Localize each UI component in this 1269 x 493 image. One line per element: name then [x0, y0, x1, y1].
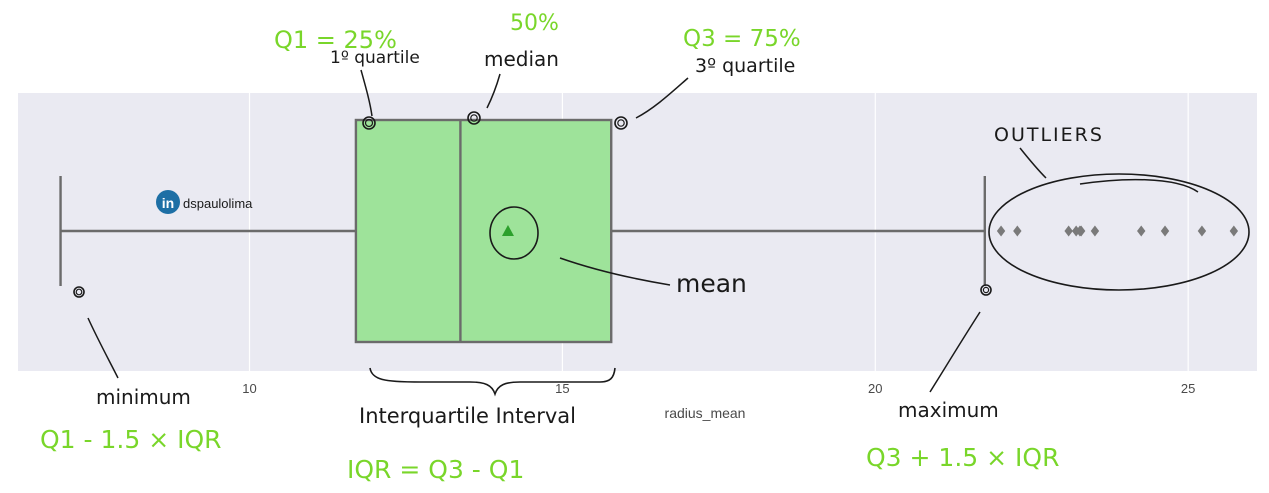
watermark: in dspaulolima: [156, 190, 253, 214]
outliers-ellipse-annotation: [988, 173, 1250, 291]
outlier-points: [996, 225, 1239, 237]
maximum-circle-marker: [980, 284, 992, 296]
outlier-point: [996, 225, 1006, 237]
outliers-label-annotation: OUTLIERS: [994, 124, 1104, 146]
minimum-circle-marker: [73, 286, 85, 298]
q1-formula-annotation: Q1 = 25%: [274, 26, 397, 54]
outlier-point: [1064, 225, 1073, 237]
q3-formula-annotation: Q3 = 75%: [683, 26, 801, 52]
linkedin-logo-icon: [156, 190, 180, 214]
q1-circle-marker: [362, 116, 376, 130]
minimum-label-annotation: minimum: [96, 385, 191, 409]
outliers-arrow-curve: [1079, 178, 1199, 193]
median-arrow: [486, 73, 501, 109]
iqr-label-annotation: Interquartile Interval: [359, 404, 576, 428]
iqr-box: [354, 118, 613, 344]
median-circle-marker: [467, 111, 481, 125]
mean-arrow: [559, 257, 671, 286]
outlier-point: [1137, 225, 1146, 237]
outlier-point: [1197, 225, 1207, 237]
x-tick-labels: 10 15 20 25: [242, 381, 1195, 396]
x-axis-label: radius_mean: [665, 405, 746, 421]
x-tick-20: 20: [868, 381, 882, 396]
minimum-formula-annotation: Q1 - 1.5 × IQR: [40, 425, 222, 454]
maximum-formula-annotation: Q3 + 1.5 × IQR: [866, 443, 1059, 472]
outlier-point: [1229, 225, 1239, 237]
x-tick-25: 25: [1181, 381, 1195, 396]
box-plot: [59, 118, 986, 344]
x-tick-10: 10: [242, 381, 256, 396]
maximum-label-annotation: maximum: [898, 398, 999, 422]
linkedin-logo-text: in: [162, 195, 174, 211]
q3-circle-marker: [614, 116, 628, 130]
q1-arrow: [360, 69, 373, 117]
q3-arrow: [635, 77, 689, 119]
maximum-arrow: [929, 311, 981, 393]
median-pct-annotation: 50%: [510, 11, 559, 36]
q1-label-annotation: 1º quartile: [330, 48, 420, 68]
q3-label-annotation: 3º quartile: [695, 55, 795, 77]
iqr-formula-annotation: IQR = Q3 - Q1: [347, 455, 524, 484]
outlier-point: [1013, 225, 1022, 237]
minimum-arrow: [87, 317, 119, 379]
outlier-point: [1076, 225, 1086, 237]
watermark-handle: dspaulolima: [183, 196, 253, 211]
mean-label-annotation: mean: [676, 269, 747, 298]
outlier-point: [1090, 225, 1100, 237]
outliers-arrow: [1019, 147, 1047, 179]
mean-marker: [501, 225, 514, 236]
median-label-annotation: median: [484, 47, 559, 71]
outlier-point: [1160, 225, 1170, 237]
x-tick-15: 15: [555, 381, 569, 396]
mean-circle-annotation: [489, 206, 539, 260]
iqr-brace: [369, 367, 616, 397]
